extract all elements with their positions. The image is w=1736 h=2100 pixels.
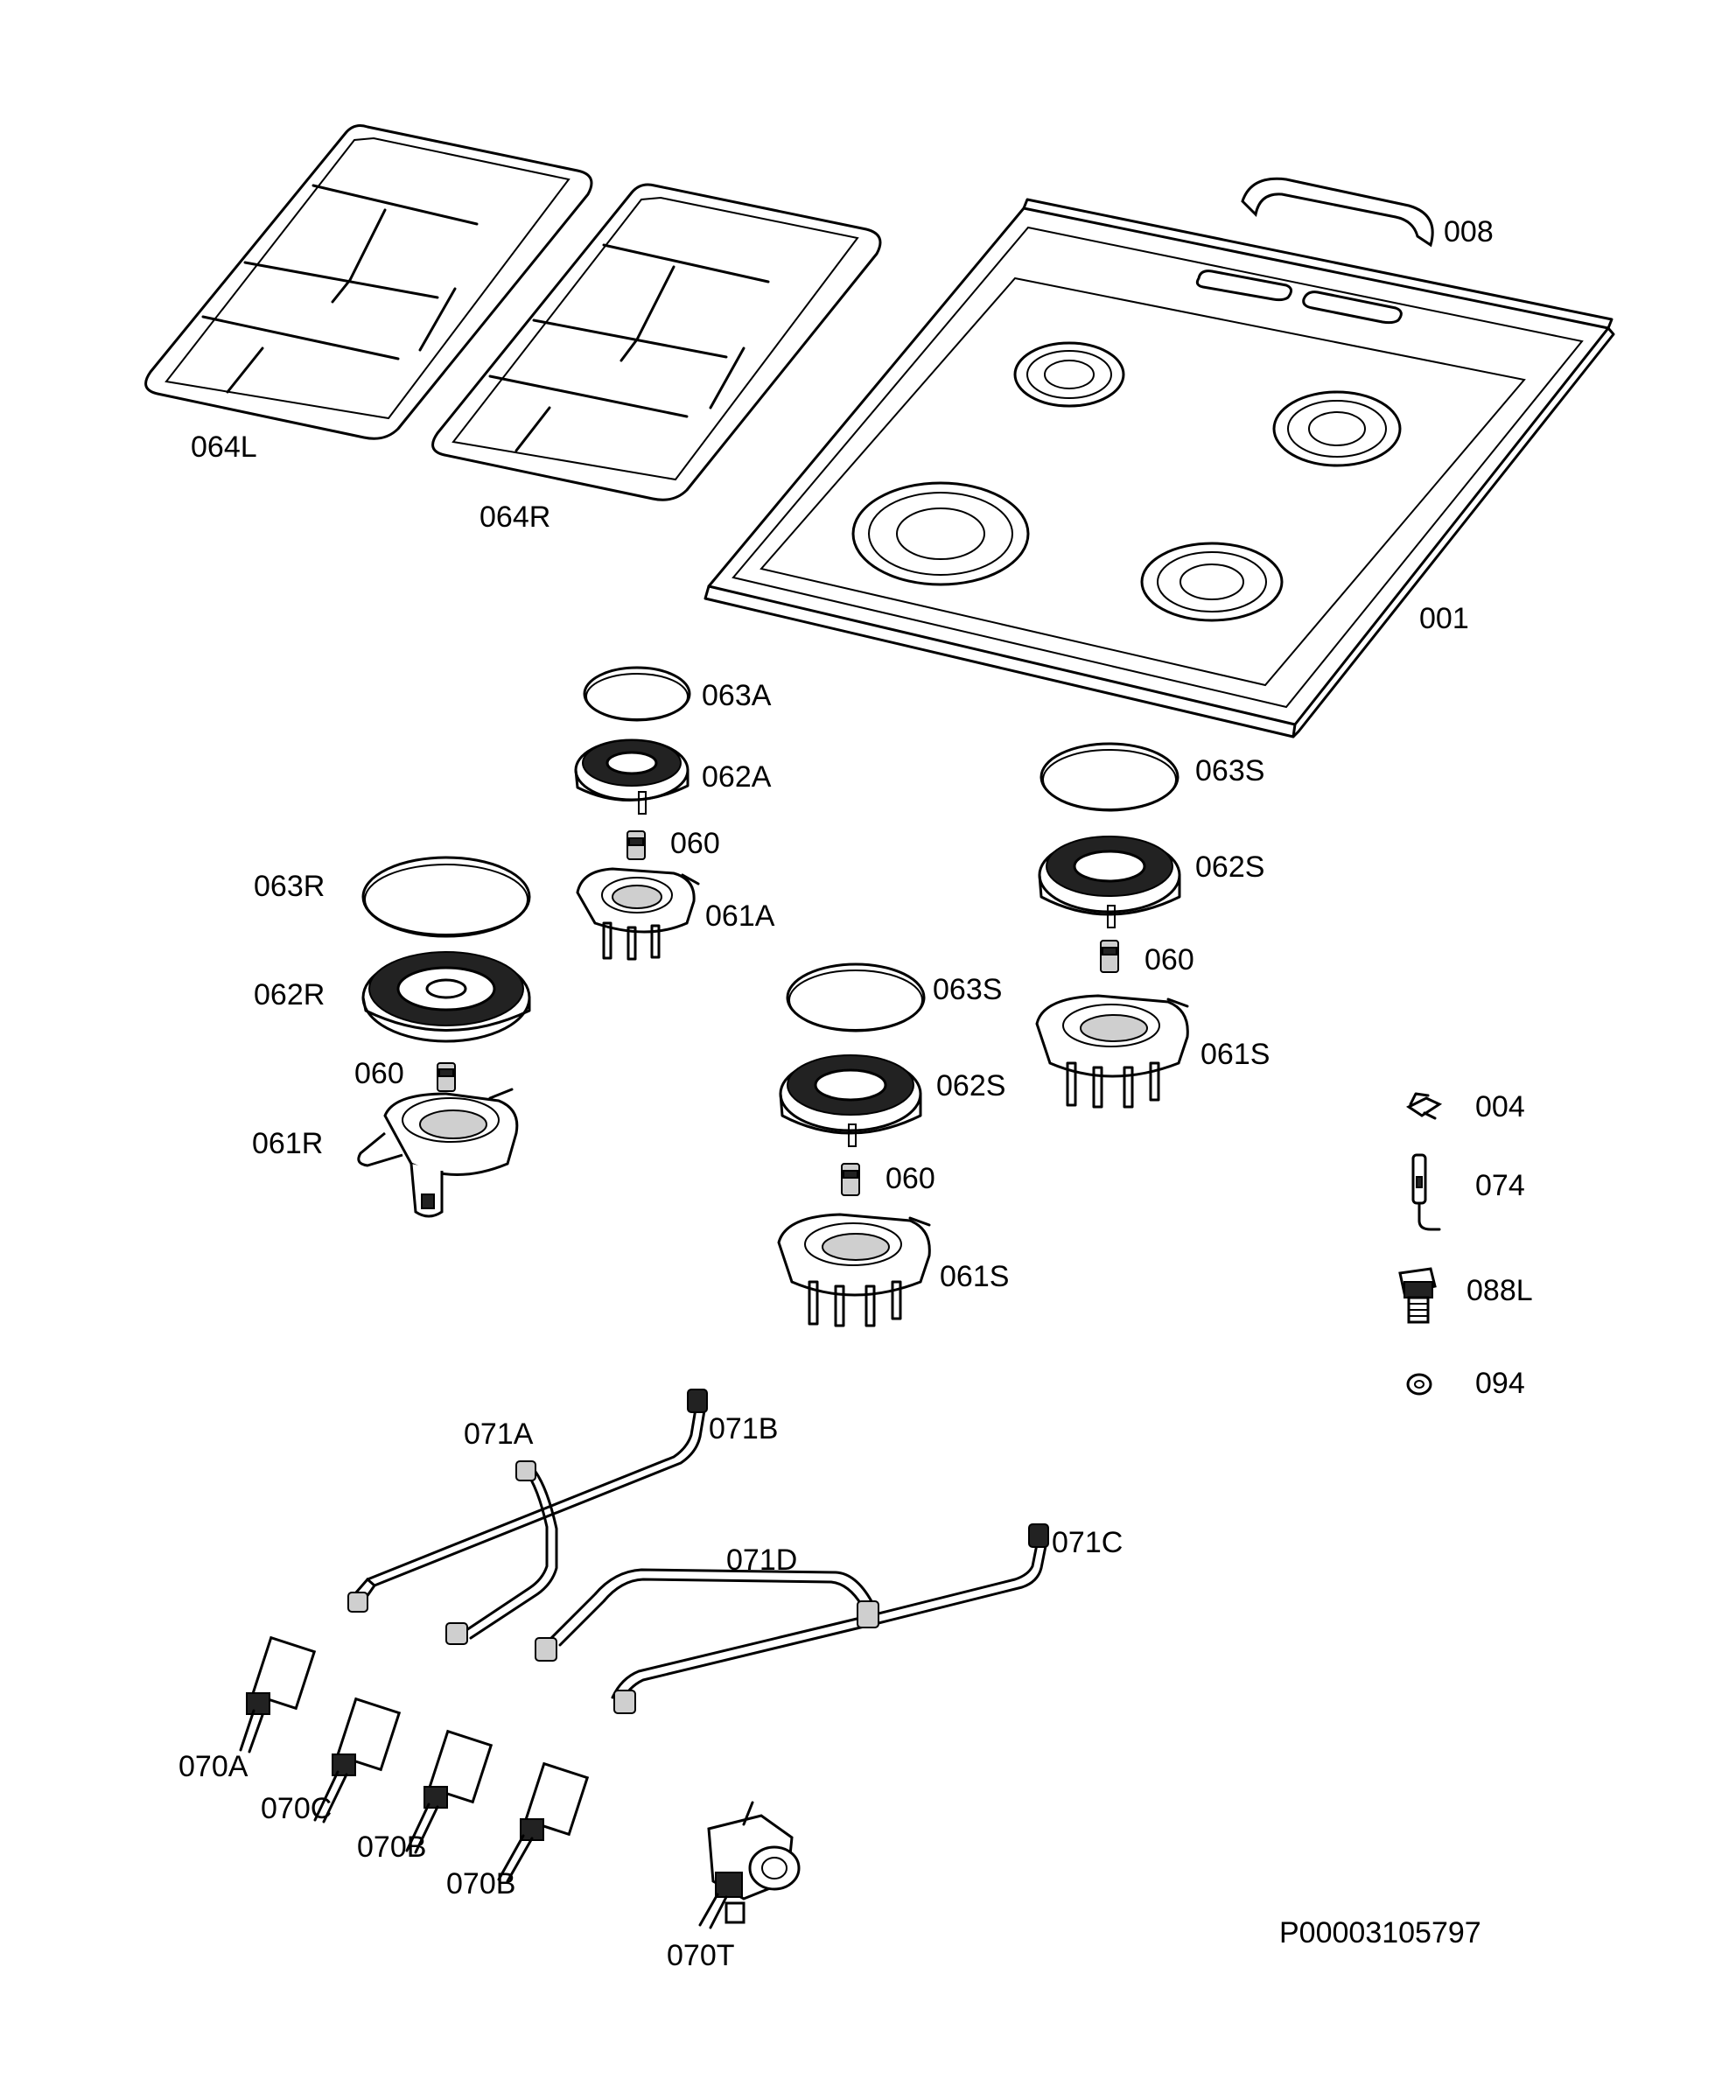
label-060-rapid: 060: [354, 1057, 404, 1090]
label-062a: 062A: [702, 760, 772, 794]
label-071d: 071D: [726, 1544, 797, 1577]
knob-handle: [1241, 177, 1434, 248]
label-074: 074: [1475, 1169, 1525, 1202]
label-071b: 071B: [709, 1412, 778, 1446]
gas-pipe-071b: [347, 1389, 708, 1613]
spring-clip: [1406, 1092, 1443, 1120]
label-064r: 064R: [480, 500, 550, 534]
burner-crown-semi-right: [1038, 836, 1181, 928]
label-001: 001: [1419, 602, 1469, 635]
drawing-code: P00003105797: [1279, 1916, 1481, 1950]
injector-semi-center: [841, 1163, 860, 1196]
gas-pipe-071d: [535, 1568, 879, 1662]
gas-pipe-071a: [445, 1460, 558, 1645]
gas-tap-assembly-070t: [698, 1801, 801, 1929]
gas-valve-070b-second: [497, 1761, 590, 1883]
sealing-washer: [1406, 1373, 1432, 1396]
label-062r: 062R: [254, 978, 325, 1012]
injector-semi-right: [1100, 940, 1119, 973]
label-071a: 071A: [464, 1418, 534, 1451]
label-070b-second: 070B: [446, 1867, 515, 1900]
label-062s-right: 062S: [1195, 850, 1264, 884]
gas-valve-070c: [313, 1697, 402, 1824]
injector-rapid: [437, 1062, 456, 1092]
pan-support-right: [431, 183, 882, 501]
label-063s-center: 063S: [933, 973, 1002, 1006]
burner-body-rapid: [357, 1088, 519, 1218]
gas-pipe-071c: [611, 1523, 1049, 1714]
hose-connector: [1398, 1267, 1437, 1324]
label-070b-first: 070B: [357, 1830, 426, 1864]
injector-aux: [626, 830, 646, 860]
burner-crown-semi-center: [779, 1054, 922, 1147]
label-064l: 064L: [191, 430, 257, 464]
label-060-aux: 060: [670, 827, 720, 860]
burner-cap-aux: [583, 666, 691, 722]
gas-valve-070a: [239, 1635, 317, 1754]
burner-cap-semi-center: [786, 962, 926, 1032]
label-061s-right: 061S: [1200, 1038, 1270, 1071]
burner-body-semi-right: [1035, 994, 1189, 1109]
burner-crown-aux: [574, 738, 690, 815]
label-062s-center: 062S: [936, 1069, 1005, 1102]
label-060-semi-center: 060: [886, 1162, 935, 1195]
label-063s-right: 063S: [1195, 754, 1264, 788]
label-063a: 063A: [702, 679, 772, 712]
burner-body-aux: [576, 867, 700, 961]
label-008: 008: [1444, 215, 1494, 248]
ignition-electrode: [1411, 1153, 1441, 1231]
gas-valve-070b-first: [405, 1729, 494, 1854]
hob-top-plate: [704, 198, 1615, 738]
pan-support-left: [144, 124, 593, 440]
label-063r: 063R: [254, 870, 325, 903]
label-070c: 070C: [261, 1792, 332, 1825]
burner-cap-semi-right: [1040, 742, 1180, 812]
burner-crown-rapid: [361, 951, 531, 1043]
label-061a: 061A: [705, 900, 775, 933]
burner-cap-rapid: [361, 856, 531, 938]
label-071c: 071C: [1052, 1526, 1123, 1559]
burner-body-semi-center: [777, 1213, 931, 1327]
label-004: 004: [1475, 1090, 1525, 1124]
label-061s-center: 061S: [940, 1260, 1009, 1293]
label-061r: 061R: [252, 1127, 323, 1160]
label-088l: 088L: [1466, 1274, 1533, 1307]
label-094: 094: [1475, 1367, 1525, 1400]
label-070a: 070A: [178, 1750, 248, 1783]
label-060-semi-right: 060: [1144, 943, 1194, 976]
label-070t: 070T: [667, 1939, 735, 1972]
